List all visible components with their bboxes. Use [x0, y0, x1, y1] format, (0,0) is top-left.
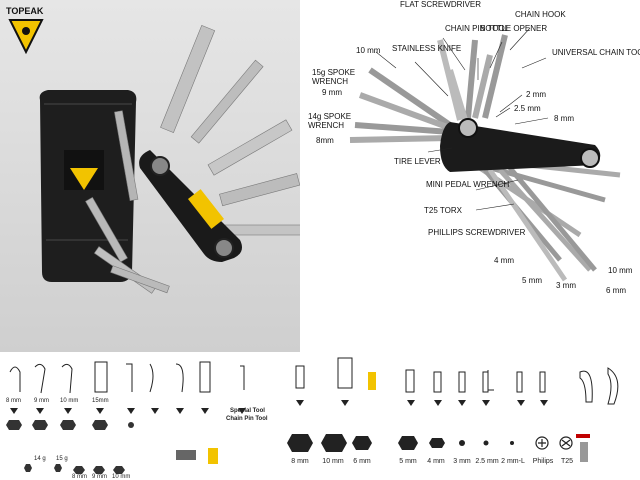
brand-logo-icon [8, 19, 44, 54]
strip-left-label-8: 9 mm [92, 474, 107, 480]
label-3mm: 3 mm [556, 281, 576, 290]
labeled-diagram: FLAT SCREWDRIVER CHAIN HOOK CHAIN PIN TO… [300, 0, 640, 352]
label-5mm: 5 mm [522, 276, 542, 285]
label-10mm-bottom: 10 mm [608, 266, 633, 275]
label-6mm: 6 mm [606, 286, 626, 295]
label-14g-spoke-wrench: 14g SPOKE WRENCH [308, 112, 352, 130]
label-8mm-right: 8 mm [554, 114, 574, 123]
label-9mm: 9 mm [322, 88, 342, 97]
strip-right-label-1: 8 mm [291, 458, 309, 465]
diagram-art [349, 27, 621, 282]
special-tool-label: Special Tool [230, 408, 265, 414]
label-universal-chain-tool: UNIVERSAL CHAIN TOOL [552, 48, 640, 57]
label-stainless-knife: STAINLESS KNIFE [392, 44, 462, 53]
strip-right-label-10: T25 [560, 458, 574, 465]
label-mini-pedal-wrench: MINI PEDAL WRENCH [426, 180, 510, 189]
chain-pin-tool-label: Chain Pin Tool [226, 416, 268, 422]
product-photo: TOPEAK [0, 0, 300, 352]
label-flat-screwdriver: FLAT SCREWDRIVER [400, 0, 482, 9]
label-10mm: 10 mm [356, 46, 381, 55]
bit-icons [287, 357, 619, 462]
label-chain-pin-tool: CHAIN PIN TOOL [445, 24, 510, 33]
strip-left-label-9: 10 mm [112, 474, 131, 480]
label-bottle-opener: BOTTLE OPENER [480, 24, 548, 33]
brand-logo-text: TOPEAK [6, 6, 44, 16]
pouch-logo-icon [70, 168, 98, 190]
label-chain-hook: CHAIN HOOK [515, 10, 566, 19]
diagram-tool-body [440, 122, 601, 172]
label-tire-lever: TIRE LEVER [394, 157, 441, 166]
strip-left-label-6: 15 g [56, 456, 68, 462]
tool-body [139, 150, 242, 262]
strip-left-label-5: 14 g [34, 456, 46, 462]
strip-right-label-9: Philips [532, 458, 554, 465]
strip-right-label-7: 2.5 mm [475, 458, 499, 465]
label-t25-torx: T25 TORX [424, 206, 462, 215]
label-2-5mm: 2.5 mm [514, 104, 541, 113]
strip-left-label-1: 8 mm [6, 398, 21, 404]
label-15g-spoke-wrench: 15g SPOKE WRENCH [312, 68, 356, 86]
bit-icon-strip: 8 mm 10 mm 6 mm 5 mm 4 mm 3 mm 2.5 mm 2 … [280, 352, 640, 480]
strip-left-label-7: 8 mm [72, 474, 87, 480]
strip-left-label-2: 9 mm [34, 398, 49, 404]
strip-right-label-3: 6 mm [353, 458, 371, 465]
strip-right-label-8: 2 mm-L [501, 458, 525, 465]
strip-right-label-4: 5 mm [399, 458, 417, 465]
multitool-photo-art [0, 0, 300, 352]
wrench-icons [6, 361, 246, 474]
label-phillips-screwdriver: PHILLIPS SCREWDRIVER [428, 228, 526, 237]
label-8mm-left: 8mm [316, 136, 334, 145]
strip-right-label-2: 10 mm [322, 458, 344, 465]
tool-brand-badge [187, 189, 225, 229]
strip-right-label-5: 4 mm [427, 458, 445, 465]
strip-left-label-4: 15mm [92, 398, 109, 404]
label-2mm: 2 mm [526, 90, 546, 99]
wrench-icon-strip: 8 mm 9 mm 10 mm 15mm 14 g 15 g 8 mm 9 mm… [0, 352, 280, 480]
strip-right-label-6: 3 mm [453, 458, 471, 465]
label-4mm: 4 mm [494, 256, 514, 265]
strip-left-label-3: 10 mm [60, 398, 79, 404]
